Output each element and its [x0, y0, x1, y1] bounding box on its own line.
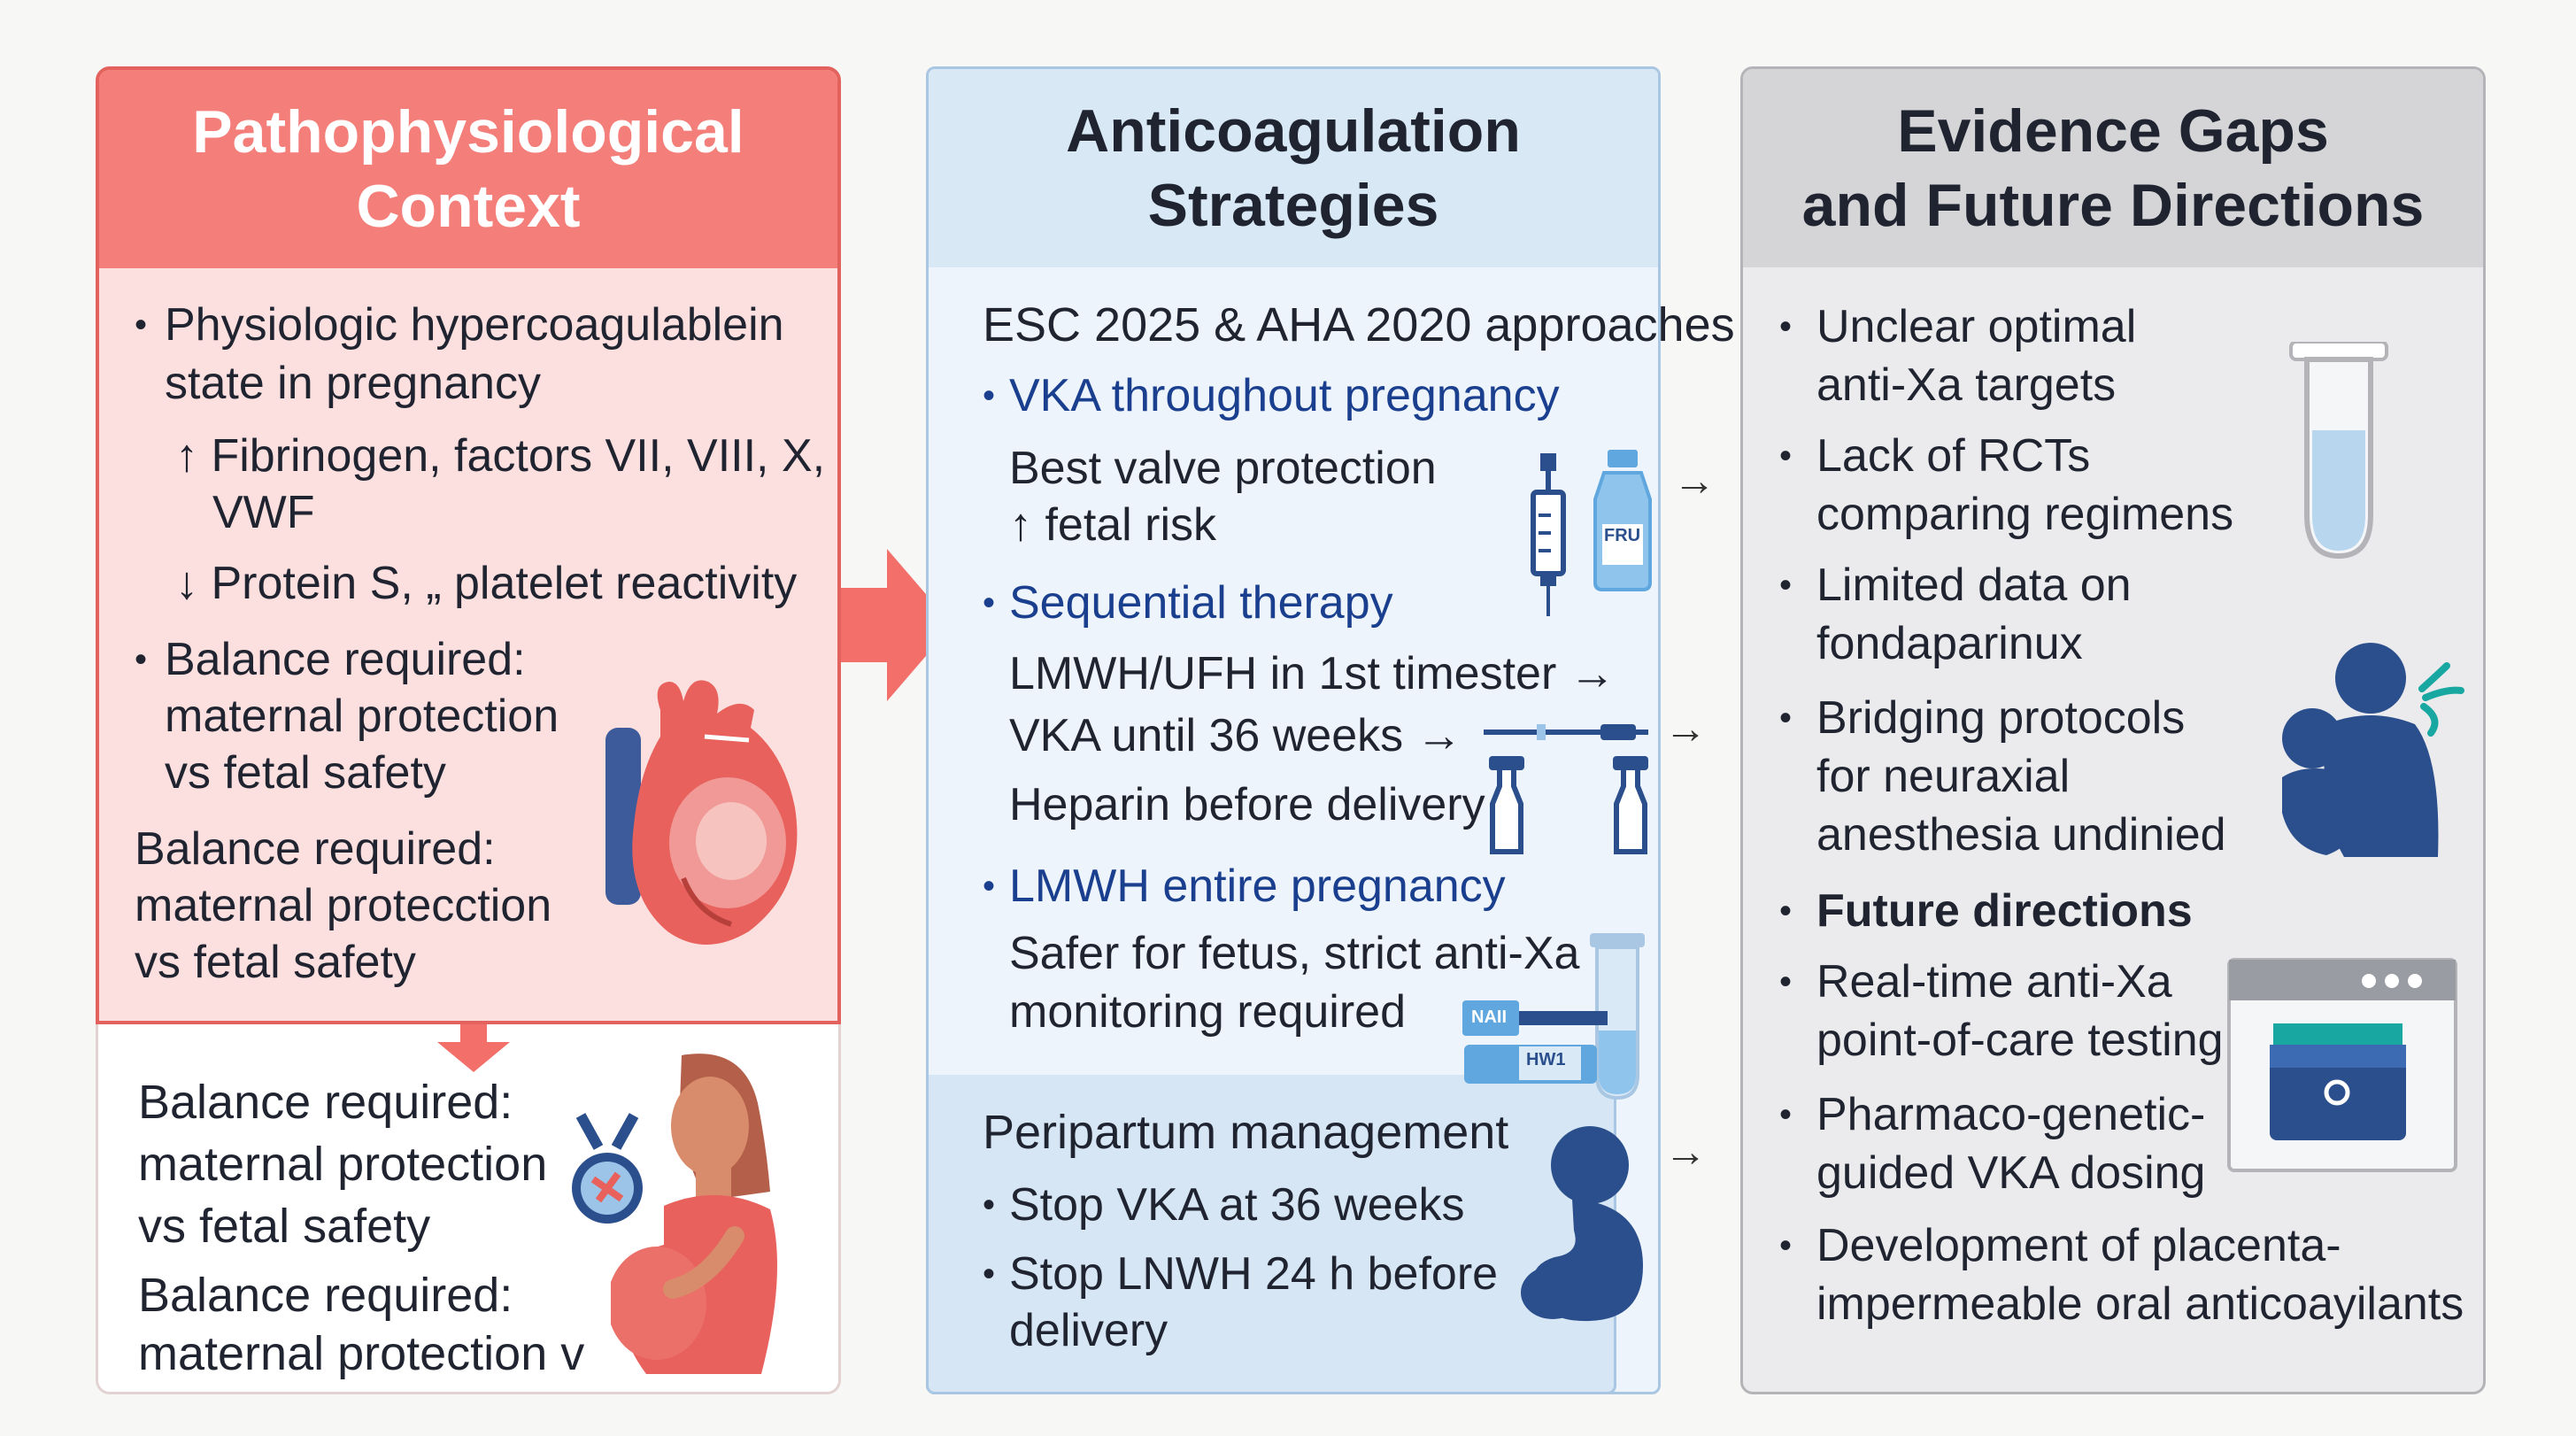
test-tube-icon — [2289, 342, 2388, 560]
future-directions-title: Future directions — [1816, 885, 2193, 937]
bullet-dot: • — [1779, 1095, 1793, 1134]
timeline-icon — [1484, 724, 1648, 854]
down-arrow-icon — [437, 1024, 510, 1072]
lmwh-option-title: LMWH entire pregnancy — [1009, 861, 1506, 912]
right-arrow-icon — [841, 549, 953, 701]
strategies-subtitle: ESC 2025 & AHA 2020 approaches — [983, 298, 1735, 351]
bullet-dot: • — [1779, 1226, 1793, 1265]
peripartum-title: Peripartum management — [983, 1106, 1509, 1159]
factors-line2: VWF — [212, 487, 315, 538]
future2-line1: Pharmaco-genetic- — [1816, 1089, 2206, 1140]
peripartum-line2: Stop LNWH 24 h before — [1009, 1248, 1499, 1300]
lower-balance-line4: Balance required: — [138, 1269, 513, 1322]
device-label-2: HW1 — [1526, 1050, 1566, 1069]
evidence-title-line2: and Future Directions — [1801, 172, 2425, 239]
hypercoag-line2: state in pregnancy — [165, 358, 541, 409]
monitoring-device-icon — [1462, 1000, 1608, 1084]
lower-balance-line5: maternal protection v — [138, 1327, 585, 1380]
gap4-line1: Bridging protocols — [1816, 692, 2186, 744]
future1-line1: Real-time anti-Xa — [1816, 956, 2172, 1008]
gap4-line2: for neuraxial — [1816, 751, 2071, 802]
balance-line1: Balance required: — [165, 634, 526, 685]
evidence-title-line1: Evidence Gaps — [1897, 97, 2329, 165]
gap1-line1: Unclear optimal — [1816, 301, 2137, 352]
balance-para-line2: maternal protecction — [135, 880, 552, 931]
strategies-title-line2: Strategies — [1147, 172, 1439, 239]
strategies-title-line1: Anticoagulation — [1066, 97, 1521, 165]
sequential-line1: LMWH/UFH in 1st timester → — [1009, 648, 1616, 699]
vka-option-line1: Best valve protection — [1009, 443, 1437, 494]
bullet-dot: • — [135, 640, 148, 679]
sequential-line2: VKA until 36 weeks → — [1009, 710, 1462, 761]
protein-s-line: ↓ Protein S, „ platelet reactivity — [175, 558, 798, 609]
bullet-dot: • — [983, 376, 996, 415]
vka-option-title: VKA throughout pregnancy — [1009, 370, 1560, 421]
bullet-dot: • — [983, 867, 996, 906]
lower-balance-line3: vs fetal safety — [138, 1200, 431, 1253]
balance-line3: vs fetal safety — [165, 747, 446, 799]
lmwh-line2: monitoring required — [1009, 986, 1407, 1038]
hypercoag-line1: Physiologic hypercoagulablein — [165, 299, 784, 351]
test-tube-icon — [1590, 933, 1645, 1100]
heart-icon — [605, 680, 798, 945]
vka-option-line2: ↑ fetal risk — [1009, 499, 1217, 551]
future3-line1: Development of placenta- — [1816, 1220, 2341, 1271]
arrow-right-icon: → — [1673, 458, 1716, 505]
gap2-line1: Lack of RCTs — [1816, 430, 2091, 482]
strategies-header: Anticoagulation Strategies — [929, 69, 1658, 267]
peripartum-box — [926, 1075, 1616, 1394]
fetus-icon — [1521, 1126, 1643, 1322]
pathophysiology-title-line2: Context — [356, 173, 581, 240]
sequential-option-title: Sequential therapy — [1009, 577, 1393, 629]
pregnant-woman-icon — [611, 1054, 777, 1374]
lower-balance-line1: Balance required: — [138, 1076, 513, 1129]
sequential-line3: Heparin before delivery — [1009, 779, 1485, 830]
bullet-dot: • — [1779, 699, 1793, 737]
peripartum-line3: delivery — [1009, 1305, 1168, 1356]
peripartum-line1: Stop VKA at 36 weeks — [1009, 1179, 1465, 1231]
future2-line2: guided VKA dosing — [1816, 1147, 2206, 1199]
balance-line2: maternal protection — [165, 691, 559, 742]
balance-para-line1: Balance required: — [135, 823, 496, 875]
bullet-dot: • — [983, 1255, 996, 1293]
gap1-line2: anti-Xa targets — [1816, 359, 2117, 411]
bullet-dot: • — [983, 583, 996, 622]
evidence-header: Evidence Gaps and Future Directions — [1743, 69, 2483, 267]
arrow-right-icon: → — [1664, 706, 1707, 753]
gap3-line1: Limited data on — [1816, 560, 2132, 611]
future1-line2: point-of-care testing — [1816, 1015, 2224, 1066]
gap3-line2: fondaparinux — [1816, 618, 2083, 669]
gap4-line3: anesthesia undinied — [1816, 809, 2226, 861]
pathophysiology-header: Pathophysiological Context — [99, 70, 837, 268]
bullet-dot: • — [1779, 436, 1793, 475]
bullet-dot: • — [1779, 962, 1793, 1001]
parent-child-icon — [2282, 643, 2464, 857]
vial-label: FRU — [1604, 526, 1641, 545]
bullet-dot: • — [983, 1185, 996, 1224]
bullet-dot: • — [1779, 307, 1793, 346]
bullet-dot: • — [135, 305, 148, 344]
lmwh-line1: Safer for fetus, strict anti-Xa — [1009, 928, 1580, 979]
lower-balance-line2: maternal protection — [138, 1138, 548, 1191]
bullet-dot: • — [1779, 892, 1793, 930]
pathophysiology-box: Pathophysiological Context — [96, 66, 841, 1024]
device-label-1: NAII — [1471, 1008, 1507, 1027]
pathophysiology-title-line1: Pathophysiological — [192, 98, 744, 166]
future3-line2: impermeable oral anticoayilants — [1816, 1278, 2464, 1330]
balance-para-line3: vs fetal safety — [135, 937, 416, 988]
factors-line1: ↑ Fibrinogen, factors VII, VIII, X, — [175, 430, 826, 482]
point-of-care-device-icon — [2227, 958, 2457, 1172]
arrow-right-icon: → — [1664, 1129, 1707, 1176]
syringe-icon — [1531, 453, 1566, 616]
gap2-line2: comparing regimens — [1816, 489, 2234, 540]
scale-badge-icon — [572, 1113, 643, 1224]
medicine-vial-icon — [1593, 450, 1652, 591]
bullet-dot: • — [1779, 566, 1793, 605]
